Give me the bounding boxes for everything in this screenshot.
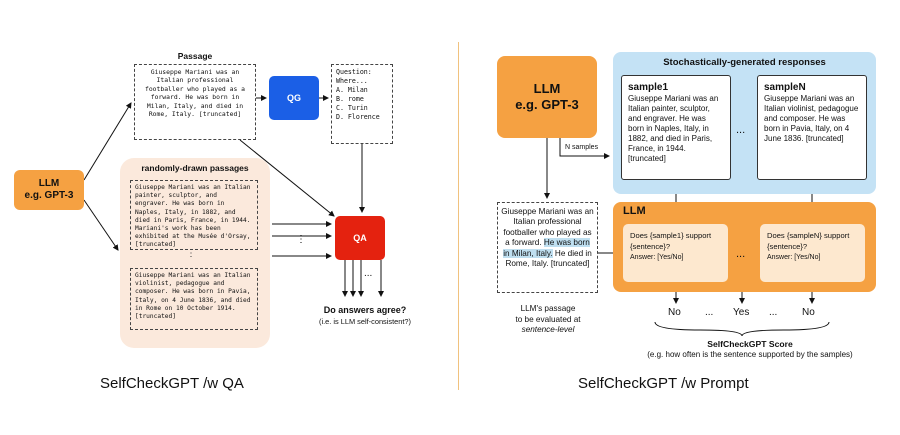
result-1: No (668, 307, 681, 318)
passage-caption-line: sentence-level (521, 325, 575, 334)
llm-box-right: LLM e.g. GPT-3 (497, 56, 597, 138)
result-dots: ... (769, 307, 778, 318)
passage-caption: LLM's passage to be evaluated at sentenc… (490, 304, 606, 336)
judge-prompt-1: Does {sample1} support {sentence}? Answe… (623, 224, 728, 282)
result-dots: ... (705, 307, 714, 318)
qg-box: QG (269, 76, 319, 120)
passage-title: Passage (177, 51, 213, 61)
sample-text: Giuseppe Mariani was an Italian violinis… (764, 94, 859, 143)
judge-question: Does {sampleN} support {sentence}? (767, 231, 850, 251)
llm-judge-title: LLM (623, 205, 646, 217)
random-passage-1: Giuseppe Mariani was an Italian painter,… (130, 180, 258, 250)
n-samples-label: N samples (565, 144, 599, 151)
passage-box: Passage Giuseppe Mariani was an Italian … (134, 52, 256, 140)
llm-passage-box: Giuseppe Mariani was an Italian professi… (497, 202, 598, 293)
vertical-dots: ⋮ (186, 248, 196, 259)
judge-prompt-n: Does {sampleN} support {sentence}? Answe… (760, 224, 865, 282)
agree-subtitle: (i.e. is LLM self-consistent?) (318, 317, 411, 326)
judge-dots: ... (736, 248, 746, 260)
caption-qa: SelfCheckGPT /w QA (100, 375, 244, 392)
passage-pre: Giuseppe Mariani was an Italian professi… (501, 207, 594, 248)
section-divider (458, 42, 459, 390)
sample-1-box: sample1 Giuseppe Mariani was an Italian … (621, 75, 731, 180)
agree-title: Do answers agree? (323, 305, 407, 315)
qa-box: QA (335, 216, 385, 260)
score-subtitle: (e.g. how often is the sentence supporte… (647, 350, 853, 359)
passage-text: Giuseppe Mariani was an Italian professi… (144, 68, 246, 119)
random-passages-panel (120, 158, 270, 348)
stochastic-responses-title: Stochastically-generated responses (663, 57, 826, 68)
random-passages-title: randomly-drawn passages (141, 163, 249, 173)
result-2: Yes (733, 307, 750, 318)
result-n: No (802, 307, 815, 318)
question-box: Question: Where... A. Milan B. rome C. T… (331, 64, 393, 144)
samples-dots: ... (736, 124, 746, 136)
judge-question: Does {sample1} support {sentence}? (630, 231, 712, 251)
sample-n-box: sampleN Giuseppe Mariani was an Italian … (757, 75, 867, 180)
side-dots: ⋮ (296, 234, 306, 245)
llm-example: e.g. GPT-3 (24, 190, 74, 201)
sample-text: Giuseppe Mariani was an Italian painter,… (628, 94, 719, 163)
output-dots: ... (364, 268, 373, 279)
sample-title: sample1 (628, 82, 669, 93)
llm-example: e.g. GPT-3 (515, 97, 579, 112)
sample-title: sampleN (764, 82, 806, 93)
random-passage-2: Giuseppe Mariani was an Italian violinis… (130, 268, 258, 330)
llm-label: LLM (38, 178, 60, 189)
caption-prompt: SelfCheckGPT /w Prompt (578, 375, 749, 392)
llm-label: LLM (533, 81, 561, 96)
judge-answer: Answer: [Yes/No] (630, 254, 684, 261)
llm-box-left: LLM e.g. GPT-3 (14, 170, 84, 210)
score-title: SelfCheckGPT Score (707, 339, 793, 349)
passage-post: He died in Rome, Italy. [truncated] (505, 248, 592, 269)
passage-caption-line: to be evaluated at (515, 314, 581, 324)
judge-answer: Answer: [Yes/No] (767, 254, 821, 261)
passage-caption-line: LLM's passage (520, 304, 576, 313)
